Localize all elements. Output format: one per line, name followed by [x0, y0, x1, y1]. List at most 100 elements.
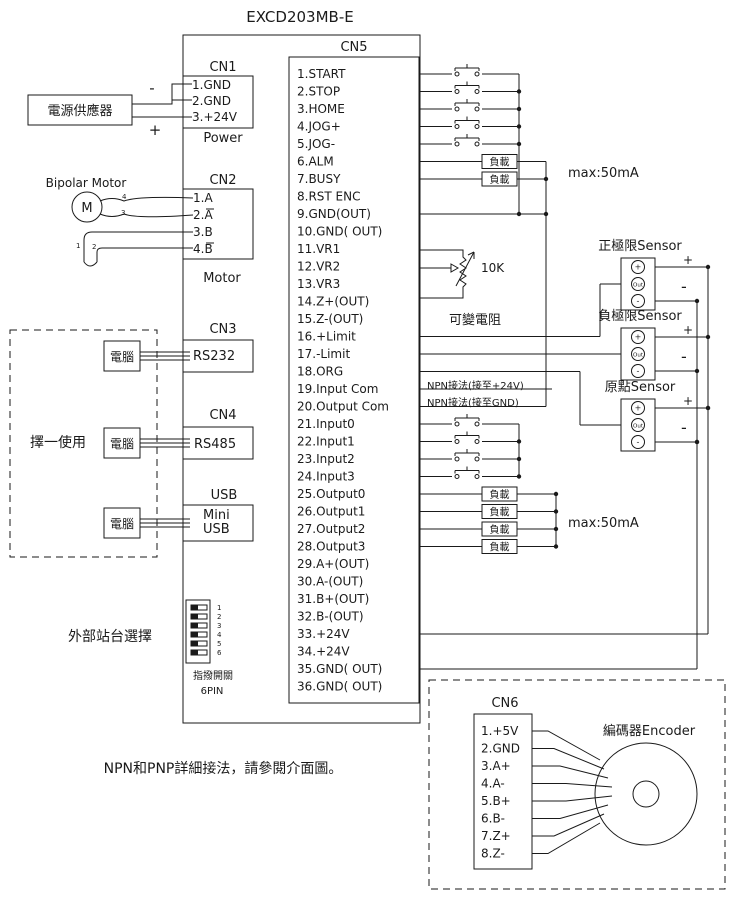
sensor-terminal-label: - [637, 297, 640, 306]
cn5-pin: 7.BUSY [297, 172, 341, 186]
sensor-terminal [631, 364, 645, 378]
sensor-terminal [631, 277, 645, 291]
cn5-pin: 32.B-(OUT) [297, 610, 364, 624]
cn5-pin: 30.A-(OUT) [297, 575, 363, 589]
diagram-title: EXCD203MB-E [246, 8, 353, 26]
cn6-connector [473, 713, 533, 870]
cn1-pin-3: 3.+24V [192, 110, 238, 124]
cn5-pin-list: 1.START2.STOP3.HOME4.JOG+5.JOG-6.ALM7.BU… [297, 67, 389, 694]
cn1-pin-1: 1.GND [192, 78, 231, 92]
encoder-wires [532, 730, 613, 854]
dip-number: 2 [217, 613, 221, 621]
load-label: 負載 [490, 157, 510, 169]
cn5-pin: 4.JOG+ [297, 120, 341, 134]
cn5-pin: 6.ALM [297, 155, 334, 169]
power-minus-sign: - [149, 79, 154, 97]
cn5-pin: 35.GND( OUT) [297, 662, 382, 676]
sensor-group: 正極限Sensor+Out-+-負極限Sensor+Out-+-原點Sensor… [420, 238, 711, 670]
cn2-pin-2: 2.A [193, 208, 213, 222]
motor-wire-1: 1 [76, 242, 80, 250]
sensor-terminal-label: Out [633, 353, 644, 359]
cn5-pin: 12.VR2 [297, 260, 340, 274]
encoder-label: 編碼器Encoder [603, 723, 696, 739]
push-button-switch-icon [454, 64, 480, 77]
dip-number: 6 [217, 649, 222, 657]
load-label: 負載 [490, 174, 510, 186]
cn6-pin: 2.GND [481, 742, 520, 756]
load-box: 負載 [481, 521, 518, 537]
power-wires [132, 83, 192, 118]
cn5-pin: 19.Input Com [297, 382, 378, 396]
encoder-wire [532, 795, 613, 802]
cn6-pin: 1.+5V [481, 724, 519, 738]
encoder-wire [532, 748, 605, 770]
cn5-pin: 29.A+(OUT) [297, 557, 369, 571]
motor-wire-4: 4 [122, 193, 127, 201]
motor-label: Bipolar Motor [46, 176, 127, 190]
resistor-value: 10K [481, 261, 505, 275]
sensor-terminal [631, 418, 645, 432]
push-button-switch-icon [454, 99, 480, 112]
cn2-title: CN2 [209, 173, 236, 188]
power-supply-label: 電源供應器 [47, 103, 112, 119]
cn5-pin: 23.Input2 [297, 452, 355, 466]
push-button-switch-icon [454, 81, 480, 94]
usb-connector [182, 504, 254, 542]
variable-resistor-symbol [420, 249, 475, 299]
sensor-terminal [631, 401, 645, 415]
choose-one-region [9, 329, 158, 558]
cn2-connector [182, 188, 254, 260]
cn3-connector [182, 339, 254, 373]
cn5-pin: 13.VR3 [297, 277, 340, 291]
cn5-pin: 5.JOG- [297, 137, 335, 151]
dip-number: 1 [217, 604, 221, 612]
sensor-terminal [631, 294, 645, 308]
cn5-pin: 2.STOP [297, 85, 340, 99]
npn-com-input-label: NPN接法(接至+24V) [427, 379, 524, 392]
cn3-port: RS232 [193, 349, 235, 364]
computer-2-box [103, 427, 141, 459]
load-label: 負載 [490, 489, 510, 501]
cn2-pin-1: 1.A [193, 191, 213, 205]
cn5-pin: 24.Input3 [297, 470, 355, 484]
cn4-title: CN4 [209, 408, 236, 423]
sensor-minus-sign: - [681, 418, 687, 437]
cn1-pin-2: 2.GND [192, 94, 231, 108]
sensor-plus-sign: + [683, 394, 693, 408]
sensor-terminal-label: + [635, 263, 642, 272]
resistor-label: 可變電阻 [449, 312, 501, 328]
cn6-pin: 8.Z- [481, 847, 505, 861]
cn1-title: CN1 [209, 60, 236, 75]
cn5-pin: 25.Output0 [297, 487, 365, 501]
cn5-pin: 34.+24V [297, 645, 350, 659]
motor-wire-2: 2 [92, 243, 96, 251]
motor-wires [83, 196, 194, 267]
encoder-wire [532, 730, 601, 761]
cn5-pin: 17.-Limit [297, 347, 350, 361]
dip-number: 5 [217, 640, 221, 648]
cn5-pin: 27.Output2 [297, 522, 365, 536]
sensor-terminal [631, 330, 645, 344]
dip-number: 4 [217, 631, 222, 639]
cn6-pin: 5.B+ [481, 794, 511, 808]
junction-dot [705, 405, 711, 411]
motor-symbol: M [81, 201, 92, 216]
load-label: 負載 [490, 524, 510, 536]
encoder-hub [632, 780, 660, 808]
dip-caption-2: 6PIN [201, 686, 224, 697]
cn6-title: CN6 [491, 696, 518, 711]
push-button-switch-icon [454, 431, 480, 444]
usb-port-line1: Mini [203, 508, 230, 523]
cn6-pin: 6.B- [481, 812, 505, 826]
computer-3-box [103, 507, 141, 539]
push-button-switch-icon [454, 449, 480, 462]
computer-2-label: 電腦 [110, 436, 134, 451]
sensor-terminal [631, 260, 645, 274]
sensor-label: 負極限Sensor [598, 308, 682, 324]
usb-port-line2: USB [203, 522, 230, 537]
power-supply-box [27, 94, 133, 126]
load-box: 負載 [481, 504, 518, 519]
